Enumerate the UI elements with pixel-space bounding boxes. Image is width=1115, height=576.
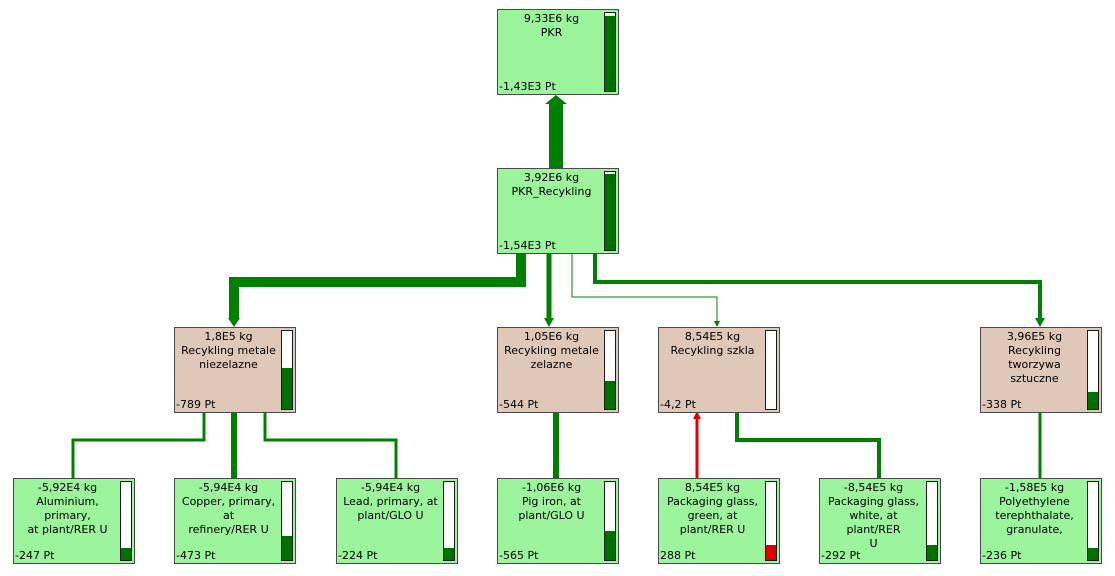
score-bar-fill bbox=[282, 368, 292, 409]
node-amount: -5,92E4 kg bbox=[37, 481, 98, 494]
link-pkr-recykling-to-szkla bbox=[571, 251, 720, 327]
node-name: Aluminium, primary, at plant/RER U bbox=[27, 495, 108, 536]
node-aluminium-primary[interactable]: -5,92E4 kg Aluminium, primary, at plant/… bbox=[13, 478, 135, 564]
node-score: -236 Pt bbox=[982, 549, 1022, 562]
score-bar bbox=[604, 481, 616, 561]
arrow-head-icon bbox=[544, 318, 554, 327]
node-pkr-recykling[interactable]: 3,92E6 kg PKR_Recykling -1,54E3 Pt bbox=[497, 168, 619, 254]
score-bar-fill bbox=[282, 535, 292, 560]
node-name: Recykling metale niezelazne bbox=[181, 344, 276, 371]
flow-line bbox=[593, 251, 1042, 320]
node-score: -4,2 Pt bbox=[660, 398, 696, 411]
flow-line bbox=[229, 251, 526, 320]
node-name: Recykling tworzywa sztuczne bbox=[1008, 344, 1061, 385]
node-recykling-metale-niezelazne[interactable]: 1,8E5 kg Recykling metale niezelazne -78… bbox=[174, 327, 296, 413]
node-score: -224 Pt bbox=[338, 549, 378, 562]
score-bar bbox=[443, 481, 455, 561]
node-name: PKR bbox=[540, 26, 563, 39]
node-recykling-tworzywa-sztuczne[interactable]: 3,96E5 kg Recykling tworzywa sztuczne -3… bbox=[980, 327, 1102, 413]
score-bar bbox=[281, 330, 293, 410]
node-amount: 3,92E6 kg bbox=[523, 171, 580, 184]
node-score: -338 Pt bbox=[982, 398, 1022, 411]
score-bar-fill bbox=[444, 548, 454, 560]
node-score: -565 Pt bbox=[499, 549, 539, 562]
link-metale-niezelazne-to-aluminium bbox=[71, 410, 206, 479]
node-recykling-szkla[interactable]: 8,54E5 kg Recykling szkla -4,2 Pt bbox=[658, 327, 780, 413]
score-bar bbox=[281, 481, 293, 561]
node-amount: 8,54E5 kg bbox=[684, 481, 741, 494]
score-bar bbox=[604, 330, 616, 410]
node-lead-primary[interactable]: -5,94E4 kg Lead, primary, at plant/GLO U… bbox=[336, 478, 458, 564]
score-bar bbox=[604, 12, 616, 92]
score-bar bbox=[926, 481, 938, 561]
node-amount: 8,54E5 kg bbox=[684, 330, 741, 343]
score-bar-fill bbox=[121, 547, 131, 560]
score-bar bbox=[1087, 481, 1099, 561]
arrow-head-icon bbox=[545, 95, 567, 104]
score-bar bbox=[765, 481, 777, 561]
node-copper-primary[interactable]: -5,94E4 kg Copper, primary, at refinery/… bbox=[174, 478, 296, 564]
node-name: Packaging glass, green, at plant/RER U bbox=[666, 495, 759, 536]
link-pkr-recykling-to-pkr bbox=[545, 95, 567, 169]
node-name: Packaging glass, white, at plant/RER U bbox=[827, 495, 920, 550]
node-score: -1,43E3 Pt bbox=[499, 80, 556, 93]
node-packaging-glass-white[interactable]: -8,54E5 kg Packaging glass, white, at pl… bbox=[819, 478, 941, 564]
link-pkr-recykling-to-metale-niezelazne bbox=[228, 251, 526, 327]
score-bar-fill bbox=[1088, 548, 1098, 560]
node-score: -247 Pt bbox=[15, 549, 55, 562]
node-name: Lead, primary, at plant/GLO U bbox=[343, 495, 438, 522]
node-score: -292 Pt bbox=[821, 549, 861, 562]
node-amount: 1,8E5 kg bbox=[204, 330, 253, 343]
arrow-head-icon bbox=[693, 411, 701, 419]
node-score: 288 Pt bbox=[660, 549, 696, 562]
node-amount: 1,05E6 kg bbox=[523, 330, 580, 343]
node-name: Polyethylene terephthalate, granulate, bbox=[995, 495, 1074, 536]
score-bar-fill bbox=[1088, 391, 1098, 409]
node-amount: -1,06E6 kg bbox=[521, 481, 582, 494]
arrow-head-icon bbox=[1035, 318, 1045, 327]
score-bar-fill bbox=[605, 531, 615, 560]
score-bar-fill bbox=[927, 545, 937, 560]
link-pkr-recykling-to-metale-zelazne bbox=[544, 251, 554, 327]
node-score: -473 Pt bbox=[176, 549, 216, 562]
node-polyethylene-terephthalate[interactable]: -1,58E5 kg Polyethylene terephthalate, g… bbox=[980, 478, 1102, 564]
score-bar bbox=[604, 171, 616, 251]
link-pkr-recykling-to-tworzywa bbox=[593, 251, 1045, 327]
node-score: -544 Pt bbox=[499, 398, 539, 411]
node-pig-iron[interactable]: -1,06E6 kg Pig iron, at plant/GLO U -565… bbox=[497, 478, 619, 564]
arrow-head-icon bbox=[714, 321, 720, 327]
node-score: -789 Pt bbox=[176, 398, 216, 411]
score-bar-fill bbox=[605, 380, 615, 409]
node-name: Recykling szkla bbox=[670, 344, 755, 357]
node-amount: -5,94E4 kg bbox=[360, 481, 421, 494]
score-bar-fill bbox=[766, 545, 776, 560]
node-amount: -8,54E5 kg bbox=[843, 481, 904, 494]
score-bar bbox=[1087, 330, 1099, 410]
node-amount: -5,94E4 kg bbox=[198, 481, 259, 494]
node-recykling-metale-zelazne[interactable]: 1,05E6 kg Recykling metale zelazne -544 … bbox=[497, 327, 619, 413]
node-amount: -1,58E5 kg bbox=[1004, 481, 1065, 494]
score-bar bbox=[765, 330, 777, 410]
node-pkr[interactable]: 9,33E6 kg PKR -1,43E3 Pt bbox=[497, 9, 619, 95]
link-glass-green-to-szkla bbox=[693, 411, 701, 479]
score-bar-fill bbox=[605, 16, 615, 91]
node-packaging-glass-green[interactable]: 8,54E5 kg Packaging glass, green, at pla… bbox=[658, 478, 780, 564]
link-metale-niezelazne-to-lead bbox=[263, 410, 398, 479]
node-name: PKR_Recykling bbox=[511, 185, 592, 198]
arrow-head-icon bbox=[228, 318, 240, 327]
node-name: Pig iron, at plant/GLO U bbox=[518, 495, 585, 522]
node-amount: 3,96E5 kg bbox=[1006, 330, 1063, 343]
node-name: Copper, primary, at refinery/RER U bbox=[181, 495, 276, 536]
flow-line bbox=[571, 251, 718, 322]
link-szkla-to-glass-white bbox=[735, 410, 881, 479]
node-score: -1,54E3 Pt bbox=[499, 239, 556, 252]
node-amount: 9,33E6 kg bbox=[523, 12, 580, 25]
node-name: Recykling metale zelazne bbox=[504, 344, 599, 371]
score-bar-fill bbox=[605, 173, 615, 250]
score-bar bbox=[120, 481, 132, 561]
